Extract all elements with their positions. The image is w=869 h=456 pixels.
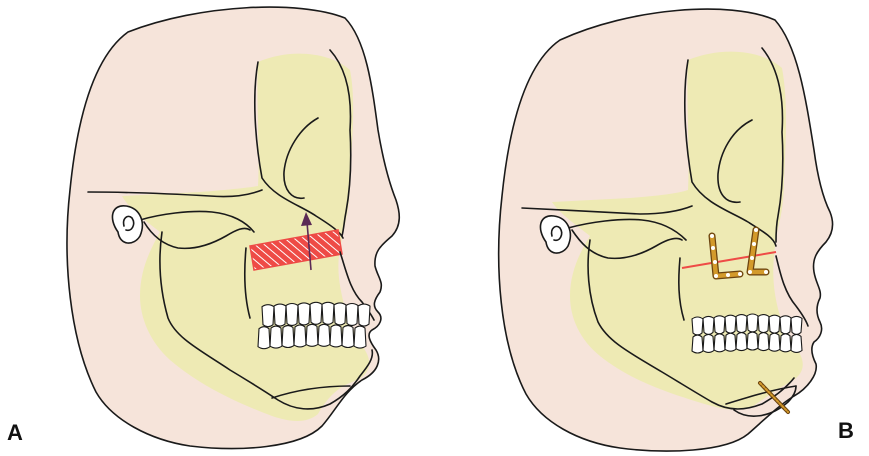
tooth xyxy=(714,334,725,352)
tooth xyxy=(354,326,366,348)
tooth xyxy=(769,315,780,333)
tooth xyxy=(294,325,306,347)
panel-label-b: B xyxy=(838,418,854,444)
tooth xyxy=(780,334,791,352)
tooth xyxy=(310,302,322,324)
tooth xyxy=(274,304,286,326)
tooth xyxy=(270,326,282,348)
tooth xyxy=(703,316,714,334)
tooth xyxy=(318,324,330,346)
tooth xyxy=(747,332,758,350)
tooth xyxy=(791,316,802,334)
tooth xyxy=(725,315,736,333)
tooth xyxy=(758,315,769,333)
tooth xyxy=(692,317,703,335)
tooth xyxy=(322,302,334,324)
tooth xyxy=(780,316,791,334)
tooth xyxy=(769,333,780,351)
tooth xyxy=(791,334,802,352)
tooth xyxy=(306,324,318,346)
tooth xyxy=(286,304,298,326)
panel-b xyxy=(499,9,833,451)
panel-a xyxy=(67,7,399,448)
tooth xyxy=(342,326,354,348)
tooth xyxy=(703,334,714,352)
tooth xyxy=(298,303,310,325)
tooth xyxy=(330,325,342,347)
tooth xyxy=(714,316,725,334)
panel-label-a: A xyxy=(7,420,23,446)
tooth xyxy=(258,327,270,349)
tooth xyxy=(736,315,747,333)
tooth xyxy=(334,303,346,325)
tooth xyxy=(346,304,358,326)
tooth xyxy=(358,304,370,326)
tooth xyxy=(262,305,274,327)
tooth xyxy=(692,335,703,353)
tooth xyxy=(282,326,294,348)
tooth xyxy=(725,333,736,351)
tooth xyxy=(747,314,758,332)
tooth xyxy=(736,333,747,351)
tooth xyxy=(758,333,769,351)
